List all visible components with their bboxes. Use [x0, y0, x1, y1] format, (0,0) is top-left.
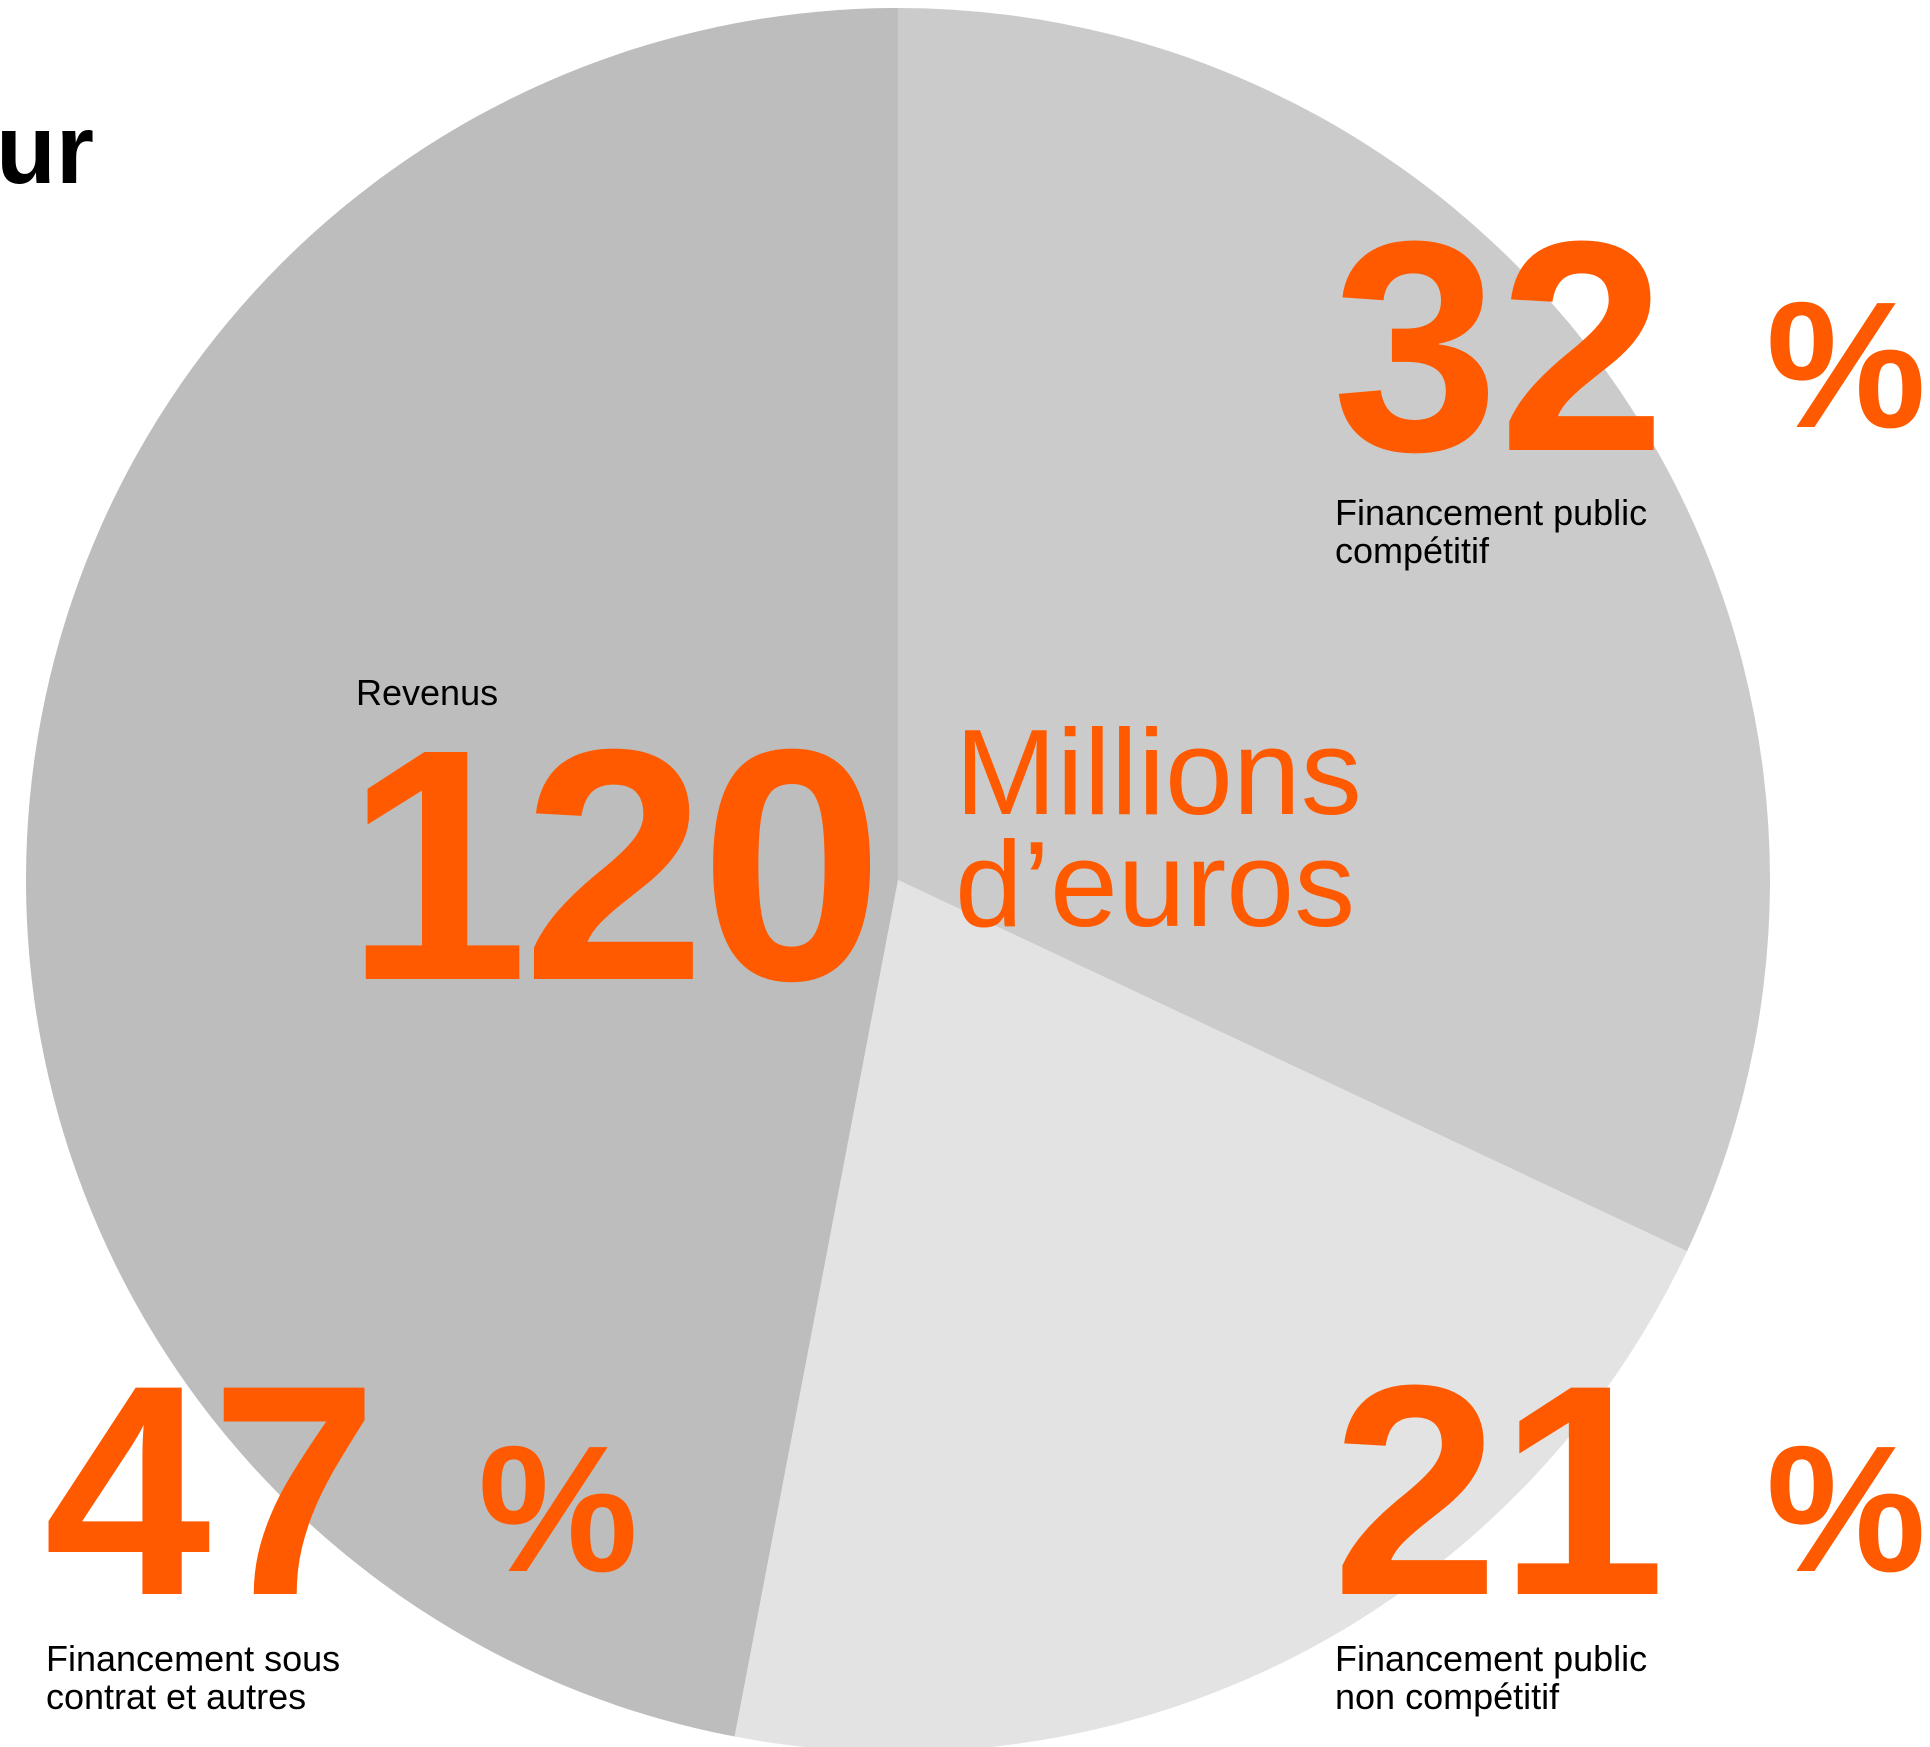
pie-slices — [26, 8, 1770, 1747]
pie-slice-2 — [26, 8, 899, 1737]
revenue-unit: Millions d’euros — [955, 704, 1362, 953]
slice-percent-competitive: % — [1766, 265, 1927, 466]
slice-value-competitive: 32 — [1332, 178, 1666, 514]
slice-caption-competitive: Financement public compétitif — [1335, 492, 1648, 571]
pie-slice-0 — [898, 8, 1770, 1252]
slice-value-noncompetitive: 21 — [1332, 1322, 1666, 1658]
revenue-label: Revenus — [356, 672, 499, 713]
slice-percent-contract: % — [478, 1409, 639, 1610]
page-title: ur — [0, 94, 94, 204]
slice-caption-contract: Financement sous contrat et autres — [46, 1638, 341, 1717]
slice-value-contract: 47 — [44, 1322, 378, 1658]
slice-caption-noncompetitive: Financement public non compétitif — [1335, 1638, 1648, 1717]
revenue-total-value: 120 — [345, 680, 884, 1049]
pie-slice-1 — [734, 880, 1688, 1747]
slice-percent-noncompetitive: % — [1766, 1409, 1927, 1610]
